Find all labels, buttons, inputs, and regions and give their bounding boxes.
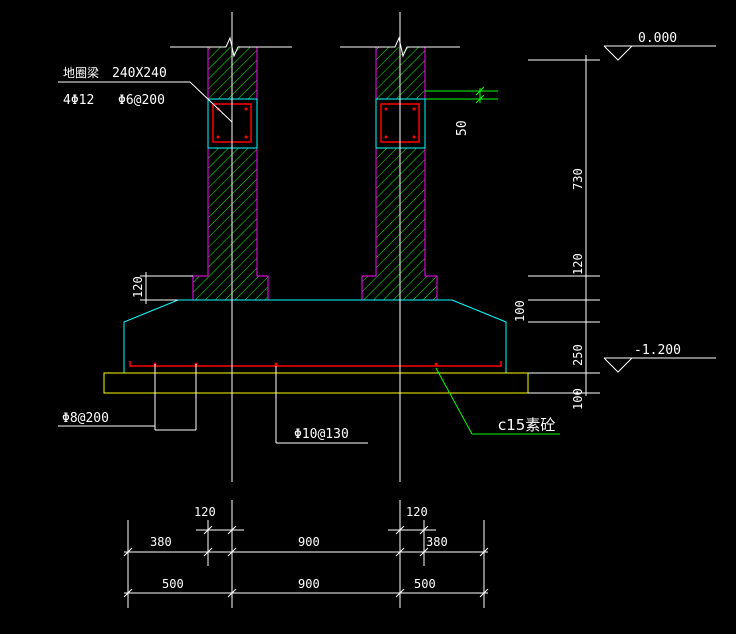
vdim-730-text: 730 [571, 168, 585, 190]
right-rebar-4 [412, 135, 416, 139]
hdim-tick-2 [203, 547, 213, 557]
hdim-tick-10 [479, 588, 489, 598]
horizontal-dimensions: 120 120 380 900 380 500 900 500 [123, 500, 489, 608]
cushion-label: c15素砼 [498, 416, 555, 434]
hdim-row1-right-text: 120 [406, 505, 428, 519]
hdim-tick-8 [227, 588, 237, 598]
hdim-tick-11 [203, 525, 213, 535]
vdim-120-text: 120 [571, 253, 585, 275]
hdim-row3-text-1: 500 [162, 577, 184, 591]
hdim-tick-1 [123, 547, 133, 557]
hdim-tick-4 [395, 547, 405, 557]
hdim-row2-text-3: 380 [426, 535, 448, 549]
hdim-tick-14 [419, 525, 429, 535]
vdim-100a-text: 100 [513, 300, 527, 322]
hdim-row2-text-1: 380 [150, 535, 172, 549]
elev-top-text: 0.000 [638, 31, 677, 46]
left-rebar-2 [244, 107, 248, 111]
hdim-row3-text-3: 500 [414, 577, 436, 591]
hdim-tick-7 [123, 588, 133, 598]
stirrups-label: Φ6@200 [118, 93, 165, 108]
left-step-dimension: 120 [131, 272, 193, 304]
hdim-row2-text-2: 900 [298, 535, 320, 549]
ring-beam-leader [189, 81, 233, 123]
main-bars-label: 4Φ12 [63, 93, 94, 108]
ring-beam-title: 地圈梁 [63, 65, 99, 80]
hdim-tick-12 [227, 525, 237, 535]
elev-bottom-text: -1.200 [634, 343, 681, 358]
bar10-label: Φ10@130 [294, 427, 349, 442]
hdim-tick-5 [419, 547, 429, 557]
right-wall-break-line [340, 36, 460, 58]
elevation-top: 0.000 [603, 31, 716, 61]
left-rebar-4 [244, 135, 248, 139]
ring-beam-annotation: 地圈梁 240X240 4Φ12 Φ6@200 [58, 65, 233, 123]
left-step-dim-text: 120 [131, 276, 145, 298]
right-rebar-3 [384, 135, 388, 139]
cushion-leader: c15素砼 [435, 367, 560, 435]
footing [103, 299, 529, 394]
cover-dim-slash-1 [475, 86, 485, 96]
right-rebar-2 [412, 107, 416, 111]
footing-outline [123, 299, 507, 374]
elev-top-triangle [603, 45, 633, 61]
hdim-tick-6 [479, 547, 489, 557]
bar8-label: Φ8@200 [62, 411, 109, 426]
elevation-bottom: -1.200 [603, 343, 716, 373]
concrete-cushion [103, 372, 529, 394]
hdim-tick-13 [395, 525, 405, 535]
left-wall [170, 36, 292, 301]
ring-beam-size: 240X240 [112, 66, 167, 81]
cushion-leader-line [435, 367, 473, 435]
rebar-leaders: Φ8@200 Φ10@130 [58, 364, 368, 444]
vdim-100b-text: 100 [571, 388, 585, 410]
elev-bottom-triangle [603, 357, 633, 373]
left-rebar-3 [216, 135, 220, 139]
footing-bottom-rebar [129, 361, 502, 367]
right-rebar-1 [384, 107, 388, 111]
cover-dim-slash-2 [475, 94, 485, 104]
hdim-tick-9 [395, 588, 405, 598]
vdim-250-text: 250 [571, 344, 585, 366]
footing-rebar-dot-3 [274, 362, 278, 366]
cover-dimension: 50 [425, 86, 498, 136]
hdim-tick-3 [227, 547, 237, 557]
hdim-row3-text-2: 900 [298, 577, 320, 591]
vertical-dimension-chain: 730 120 100 250 100 [513, 55, 600, 410]
footing-rebar-dot-4 [434, 362, 438, 366]
hdim-row1-left-text: 120 [194, 505, 216, 519]
cover-dim-text: 50 [455, 120, 470, 136]
